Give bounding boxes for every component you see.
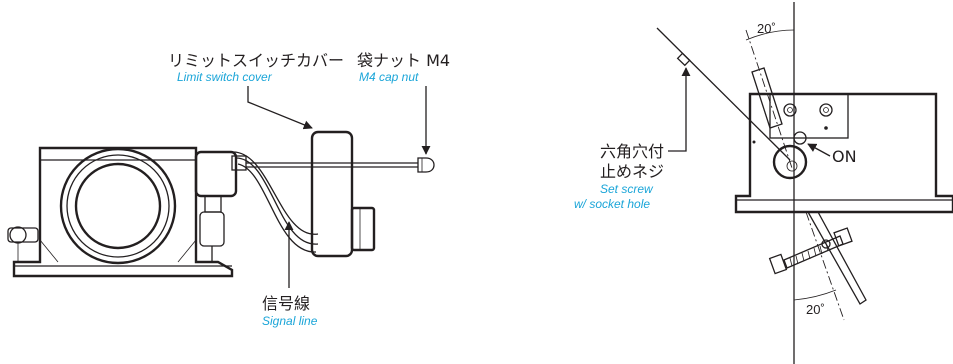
switch-plate	[769, 93, 849, 139]
lower-pivot	[821, 239, 831, 249]
limit-switch-bracket	[204, 195, 222, 213]
on-leader	[807, 143, 831, 157]
adjust-bolt-shank	[783, 235, 844, 269]
bottom-angle-arc	[793, 289, 837, 301]
cover-leader	[247, 86, 313, 130]
cam-hub	[786, 160, 798, 172]
nut-label-jp: 袋ナット M4	[357, 51, 450, 70]
cap-nut	[417, 157, 435, 173]
cover-label-en: Limit switch cover	[177, 70, 273, 84]
cam-disc	[772, 144, 808, 180]
bottom-angle-centreline	[805, 211, 845, 321]
signal-wire-2	[235, 157, 319, 245]
lever-pin-knob	[9, 226, 27, 244]
adjust-bolt-thread	[789, 242, 829, 267]
side-view-drawing: リミットスイッチカバー Limit switch cover 袋ナット M4 M…	[7, 51, 450, 328]
plate-screw-left-inner	[787, 107, 793, 113]
setscrew-label-en-1: Set screw	[600, 182, 654, 196]
top-angle-arc	[745, 29, 795, 41]
lever-marker	[676, 52, 691, 67]
signal-wire-1	[231, 151, 319, 235]
plate-screw-right-inner	[823, 107, 829, 113]
top-angle-label: 20˚	[757, 21, 776, 36]
cover-label-jp: リミットスイッチカバー	[168, 51, 344, 70]
front-view-drawing: 20˚ ON 六角穴付 止めネジ Set screw w/ socket hol…	[574, 2, 953, 364]
top-rod	[751, 67, 783, 129]
cover-side-block	[350, 206, 376, 252]
top-angle-centreline	[745, 29, 793, 169]
housing-dot	[752, 140, 756, 144]
plate-screw-right	[819, 103, 833, 117]
plate-screw-left	[783, 103, 797, 117]
setscrew-leader	[668, 67, 691, 152]
signal-wire-3	[237, 163, 317, 253]
lower-arm	[806, 211, 867, 305]
nut-label-en: M4 cap nut	[359, 70, 419, 84]
limit-switch-mount	[199, 211, 225, 247]
bearing-inner-circle	[74, 162, 162, 250]
signal-label-jp: 信号線	[262, 294, 310, 313]
switch-roller	[793, 131, 807, 145]
bearing-mid-circle	[66, 154, 170, 258]
setscrew-label-jp-1: 六角穴付	[600, 142, 664, 161]
lever-diagonal	[656, 27, 791, 161]
setscrew-label-en-2: w/ socket hole	[574, 197, 650, 211]
bottom-angle-label: 20˚	[806, 302, 825, 317]
adjust-bolt-head	[833, 227, 853, 247]
plate-dot	[824, 126, 828, 130]
adjust-bolt-nut	[768, 253, 788, 275]
housing-fillet-left	[39, 239, 59, 263]
setscrew-label-jp-2: 止めネジ	[600, 162, 664, 181]
limit-switch-body	[194, 150, 238, 198]
limit-switch-cover	[310, 130, 354, 258]
signal-label-en: Signal line	[262, 314, 318, 328]
housing-fillet-right	[177, 239, 197, 263]
housing-outline	[12, 146, 234, 278]
bearing-outer-circle	[59, 147, 177, 265]
on-label: ON	[832, 147, 857, 166]
front-housing-outline	[734, 92, 953, 214]
